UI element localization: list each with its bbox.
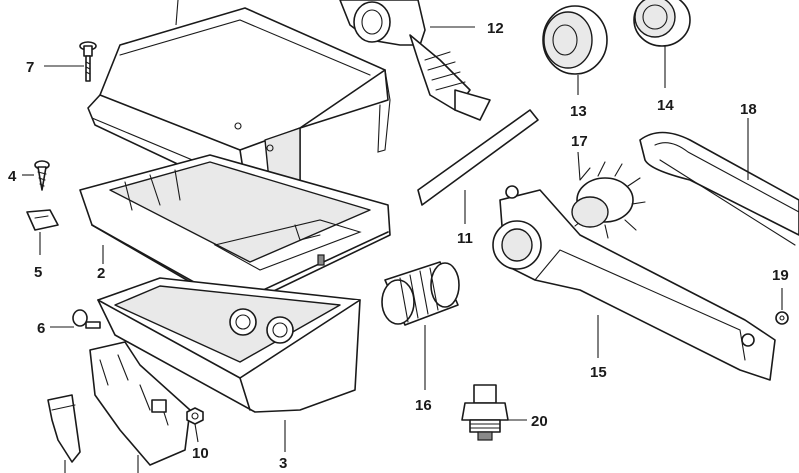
callout-16: 16 bbox=[415, 397, 432, 414]
part-8-bracket bbox=[47, 394, 81, 463]
part-16-bellows bbox=[381, 261, 460, 326]
callout-4: 4 bbox=[8, 168, 17, 185]
callout-6: 6 bbox=[37, 320, 45, 337]
part-6-screw bbox=[72, 309, 101, 329]
part-20-sensor bbox=[461, 384, 509, 441]
callout-3: 3 bbox=[279, 455, 287, 472]
part-18-seal bbox=[639, 131, 799, 246]
callout-12: 12 bbox=[487, 20, 504, 37]
part-15-arm bbox=[492, 185, 776, 381]
part-11-strip bbox=[417, 109, 539, 206]
part-5-clip bbox=[26, 209, 59, 231]
callout-13: 13 bbox=[570, 103, 587, 120]
part-10-nut bbox=[186, 407, 204, 425]
callout-10: 10 bbox=[192, 445, 209, 462]
callout-7: 7 bbox=[26, 59, 34, 76]
callout-17: 17 bbox=[571, 133, 588, 150]
part-9-bracket-plate bbox=[89, 341, 191, 466]
part-4-screw bbox=[34, 160, 50, 191]
part-2-upper-housing bbox=[79, 154, 391, 309]
part-14-ring bbox=[633, 0, 691, 47]
part-17-fan bbox=[571, 161, 646, 239]
callout-14: 14 bbox=[657, 97, 674, 114]
callout-15: 15 bbox=[590, 364, 607, 381]
callout-18: 18 bbox=[740, 101, 757, 118]
callout-11: 11 bbox=[457, 230, 473, 247]
part-19-screw bbox=[775, 311, 789, 325]
part-3-lower-housing bbox=[97, 277, 361, 413]
part-12-intake-boot bbox=[339, 0, 491, 121]
callout-20: 20 bbox=[531, 413, 548, 430]
part-7-bolt bbox=[79, 41, 97, 82]
callout-5: 5 bbox=[34, 264, 42, 281]
callout-19: 19 bbox=[772, 267, 789, 284]
part-13-grommet bbox=[542, 5, 608, 75]
callout-2: 2 bbox=[97, 265, 105, 282]
